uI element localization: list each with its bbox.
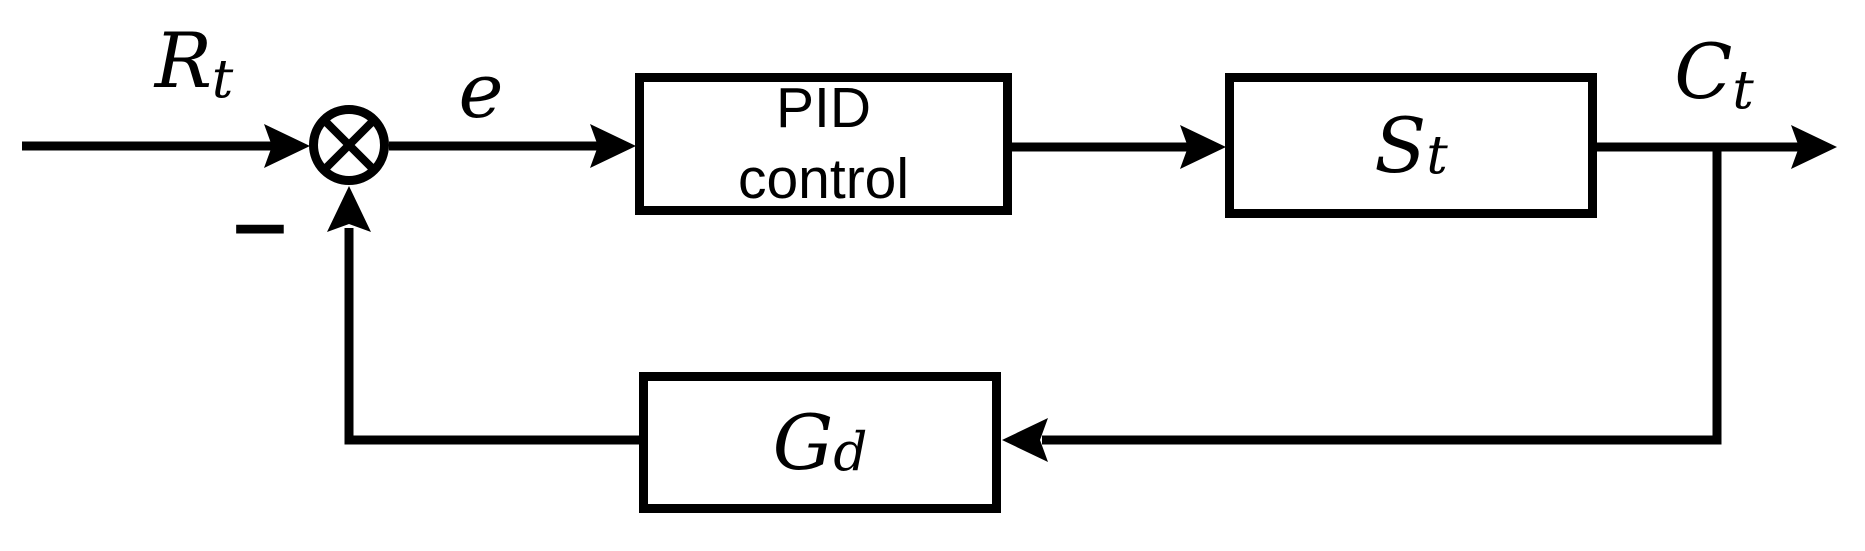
output-signal-label: Ct bbox=[1624, 34, 1804, 117]
plant-block-box bbox=[1225, 73, 1597, 218]
plant-label-base: S bbox=[1374, 101, 1427, 190]
arrowhead-into-feedback-block bbox=[1002, 418, 1048, 462]
output-label-subscript: t bbox=[1732, 58, 1754, 121]
reference-label-base: R bbox=[154, 16, 212, 105]
feedback-block-box bbox=[639, 372, 1001, 513]
diagram-lines-group bbox=[22, 73, 1801, 513]
arrowhead-into-plant bbox=[1180, 125, 1226, 169]
controller-label-line2: control bbox=[737, 147, 910, 211]
controller-block: PID control bbox=[635, 73, 1012, 215]
output-label-base: C bbox=[1674, 27, 1733, 116]
arrowhead-feedback-into-summing-junction bbox=[327, 186, 371, 232]
arrowhead-into-summing-junction bbox=[264, 124, 310, 168]
feedback-branch-line bbox=[1042, 147, 1722, 445]
controller-label-line1: PID bbox=[775, 76, 872, 141]
summing-junction-minus-sign: − bbox=[228, 182, 292, 271]
arrowhead-into-controller bbox=[590, 124, 636, 168]
diagram-arrowheads-group bbox=[264, 124, 1837, 462]
reference-signal-label: Rt bbox=[104, 23, 284, 106]
controller-block-box bbox=[635, 73, 1012, 215]
plant-label-subscript: t bbox=[1426, 124, 1448, 187]
arrowhead-output bbox=[1791, 125, 1837, 169]
summing-junction-cross-line-2 bbox=[321, 117, 377, 173]
controller-block-label: PID control bbox=[738, 73, 909, 214]
feedback-label-base: G bbox=[772, 398, 834, 487]
reference-label-subscript: t bbox=[211, 47, 234, 110]
feedback-return-line bbox=[344, 228, 639, 445]
error-signal-label: e bbox=[458, 46, 504, 135]
feedback-label-subscript: d bbox=[833, 421, 868, 484]
